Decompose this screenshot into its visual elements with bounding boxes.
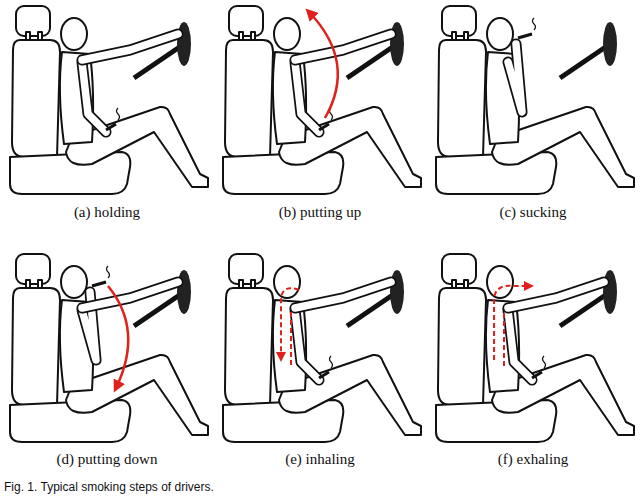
panel-putting-up — [223, 6, 421, 194]
text-holder: (d) putting down — [57, 450, 158, 468]
panel-putting-down — [10, 254, 208, 442]
text-holder: Fig. 1. Typical smoking steps of drivers… — [4, 477, 214, 495]
panel-sucking — [436, 6, 634, 194]
airflow-arrow — [494, 286, 530, 360]
motion-arrow — [108, 286, 128, 388]
text-holder: (a) holding — [74, 203, 140, 221]
subfigure-label: (c) sucking — [499, 204, 566, 220]
text-holder: (b) putting up — [279, 203, 362, 221]
subfigure-label: (e) inhaling — [285, 451, 355, 467]
subfigure-label: (b) putting up — [279, 204, 362, 220]
subfigure-label: (a) holding — [74, 204, 140, 220]
motion-arrow — [309, 12, 338, 118]
panel-holding — [10, 6, 208, 194]
text-holder: (f) exhaling — [498, 450, 568, 468]
figure-caption: Fig. 1. Typical smoking steps of drivers… — [4, 480, 214, 494]
subfigure-label: (f) exhaling — [498, 451, 568, 467]
airflow-line — [503, 312, 505, 366]
subfigure-label: (d) putting down — [57, 451, 158, 467]
panel-exhaling — [436, 254, 634, 442]
text-holder: (e) inhaling — [285, 450, 355, 468]
text-holder: (c) sucking — [499, 203, 566, 221]
panel-inhaling — [223, 254, 421, 442]
airflow-line — [290, 312, 292, 366]
